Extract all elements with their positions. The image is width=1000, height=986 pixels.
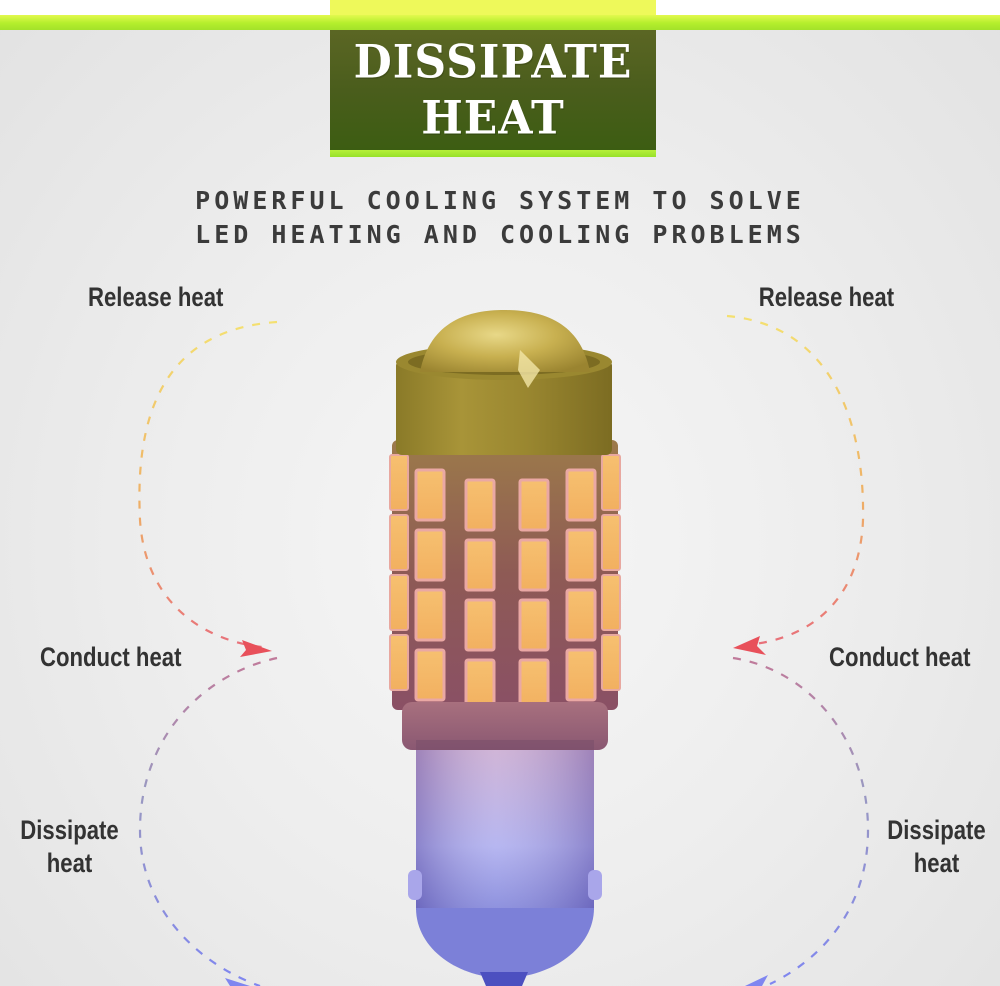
- title-line-1: DISSIPATE: [353, 35, 633, 89]
- arrowhead-blue-right-icon: [745, 975, 768, 986]
- title-line-2: HEAT: [421, 91, 565, 145]
- arrow-release-to-conduct-right: [726, 314, 865, 647]
- dissipate-right-line-1: Dissipate: [887, 815, 986, 845]
- top-accent-bar: [0, 15, 1000, 30]
- subtitle: POWERFUL COOLING SYSTEM TO SOLVE LED HEA…: [90, 184, 910, 252]
- subtitle-line-2: LED HEATING AND COOLING PROBLEMS: [195, 220, 805, 249]
- bulb-contact: [480, 972, 528, 986]
- lens-dome: [420, 310, 590, 372]
- label-dissipate-heat-left: Dissipate heat: [8, 814, 131, 880]
- led-chip-grid: [414, 468, 597, 712]
- arrow-release-to-conduct-left: [138, 320, 278, 649]
- arrowhead-red-left-icon: [240, 640, 272, 657]
- label-dissipate-heat-right: Dissipate heat: [875, 814, 998, 880]
- dissipate-left-line-1: Dissipate: [20, 815, 119, 845]
- lens-cap: [396, 360, 612, 455]
- collar-ring: [402, 702, 608, 750]
- subtitle-line-1: POWERFUL COOLING SYSTEM TO SOLVE: [195, 186, 805, 215]
- led-cylinder: [392, 440, 618, 710]
- label-release-heat-right: Release heat: [758, 282, 894, 312]
- arrowhead-blue-left-icon: [225, 978, 250, 986]
- title-banner: DISSIPATE HEAT: [330, 30, 656, 151]
- label-release-heat-left: Release heat: [88, 282, 224, 312]
- title-underline: [330, 150, 656, 157]
- arrowhead-red-right-icon: [733, 636, 766, 655]
- arrow-conduct-to-dissipate-left: [138, 656, 278, 986]
- dissipate-right-line-2: heat: [913, 848, 960, 878]
- arrow-conduct-to-dissipate-right: [732, 656, 870, 985]
- dissipate-left-line-2: heat: [46, 848, 93, 878]
- led-bulb-image: [389, 310, 621, 986]
- label-conduct-heat-left: Conduct heat: [40, 642, 182, 672]
- label-conduct-heat-right: Conduct heat: [828, 642, 970, 672]
